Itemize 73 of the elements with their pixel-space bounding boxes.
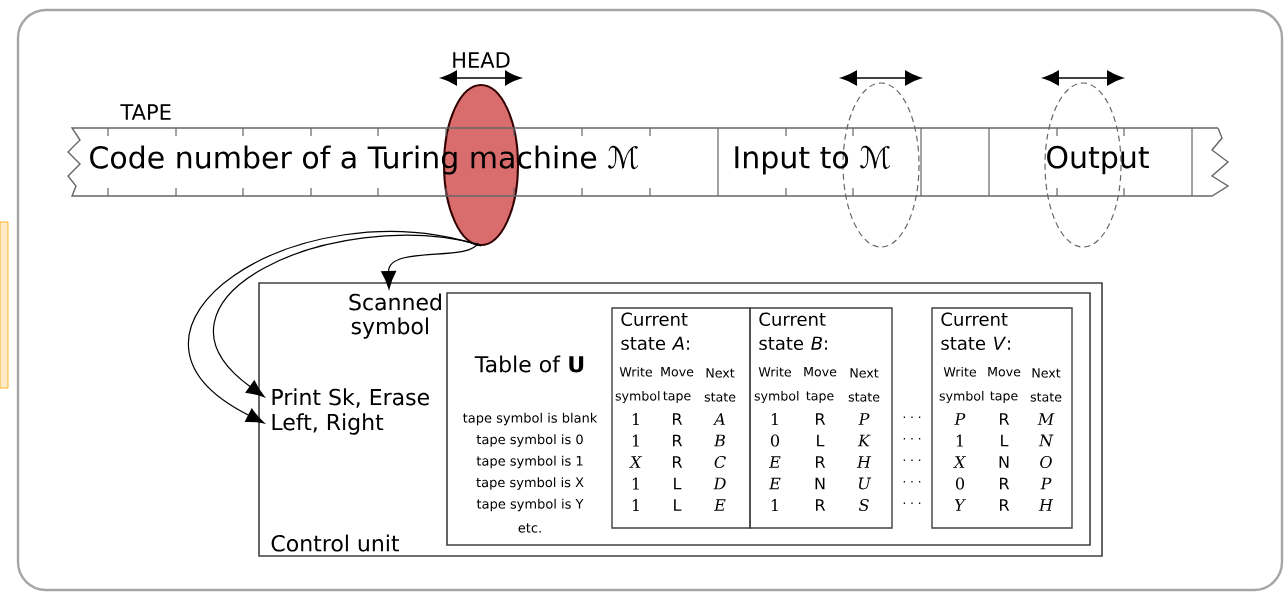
table-cell: R (816, 413, 826, 425)
table-cell: X (953, 456, 966, 468)
tape-label: TAPE (120, 104, 171, 120)
table-cell: 1 (632, 477, 639, 490)
table-cell: L (674, 477, 682, 490)
head-label: HEAD (453, 52, 510, 68)
table-cell: C (714, 455, 726, 469)
table-cell: D (713, 477, 726, 490)
table-cell: L (817, 434, 825, 447)
table-cell: R (1000, 413, 1010, 425)
table-cell: R (673, 434, 683, 447)
table-cell: 1 (771, 499, 778, 511)
column-header: Move tape (661, 367, 694, 403)
table-cell: B (713, 434, 725, 447)
ellipsis: · · · (903, 459, 921, 462)
table-cell: P (1040, 477, 1052, 490)
action-text: Left, Right (272, 413, 384, 435)
table-cell: E (768, 456, 781, 468)
table-cell: Y (954, 499, 966, 511)
ellipsis: · · · (903, 481, 921, 483)
table-cell: P (858, 413, 870, 425)
table-cell: 1 (632, 413, 639, 425)
table-cell: 0 (956, 477, 965, 490)
table-cell: L (1001, 434, 1009, 447)
column-header: Move tape (988, 367, 1021, 403)
column-header: Write symbol (615, 366, 660, 404)
table-cell: H (1038, 499, 1054, 511)
table-cell: R (1000, 477, 1010, 490)
table-cell: U (859, 477, 872, 490)
table-cell: R (816, 499, 826, 511)
row-label: etc. (518, 523, 541, 533)
table-cell: R (673, 413, 683, 425)
table-cell: 1 (956, 434, 963, 447)
table-cell: E (713, 499, 726, 511)
table-cell: R (1000, 499, 1010, 511)
row-label: tape symbol is Y (476, 498, 584, 512)
table-cell: O (1040, 455, 1052, 469)
table-cell: 1 (632, 434, 639, 447)
table-cell: R (673, 456, 683, 468)
table-cell: M (1037, 413, 1055, 425)
table-cell: R (816, 456, 826, 468)
table-cell: X (629, 456, 642, 468)
row-label: tape symbol is blank (463, 412, 598, 426)
table-cell: S (859, 498, 869, 512)
table-cell: H (856, 456, 872, 468)
table-cell: 1 (632, 499, 639, 511)
column-header: Next state (704, 368, 736, 402)
row-label: tape symbol is X (476, 477, 584, 490)
ellipsis: · · · (903, 416, 921, 419)
row-label: tape symbol is 0 (476, 434, 583, 447)
column-header: Move tape (804, 367, 837, 403)
column-header: Write symbol (939, 366, 984, 404)
column-header: Write symbol (754, 366, 799, 404)
arrow (381, 242, 479, 290)
table-cell: N (1038, 434, 1054, 447)
table-cell: K (857, 434, 871, 447)
ellipsis: · · · (903, 502, 921, 505)
column-header: Next state (848, 368, 880, 402)
table-cell: N (815, 477, 825, 490)
table-cell: N (999, 456, 1009, 468)
arrow (187, 230, 482, 424)
table-cell: E (768, 477, 781, 490)
table-cell: 0 (771, 434, 780, 447)
table-cell: L (674, 499, 682, 511)
ellipsis: · · · (903, 438, 921, 440)
action-text: Print Sk, Erase (272, 388, 429, 408)
row-label: tape symbol is 1 (476, 455, 583, 469)
table-cell: A (713, 413, 725, 425)
scanned-symbol-text: Scanned symbol (349, 293, 441, 339)
table-cell: P (954, 413, 966, 425)
arrow (213, 234, 481, 398)
table-cell: 1 (771, 413, 778, 425)
column-header: Next state (1030, 368, 1062, 402)
